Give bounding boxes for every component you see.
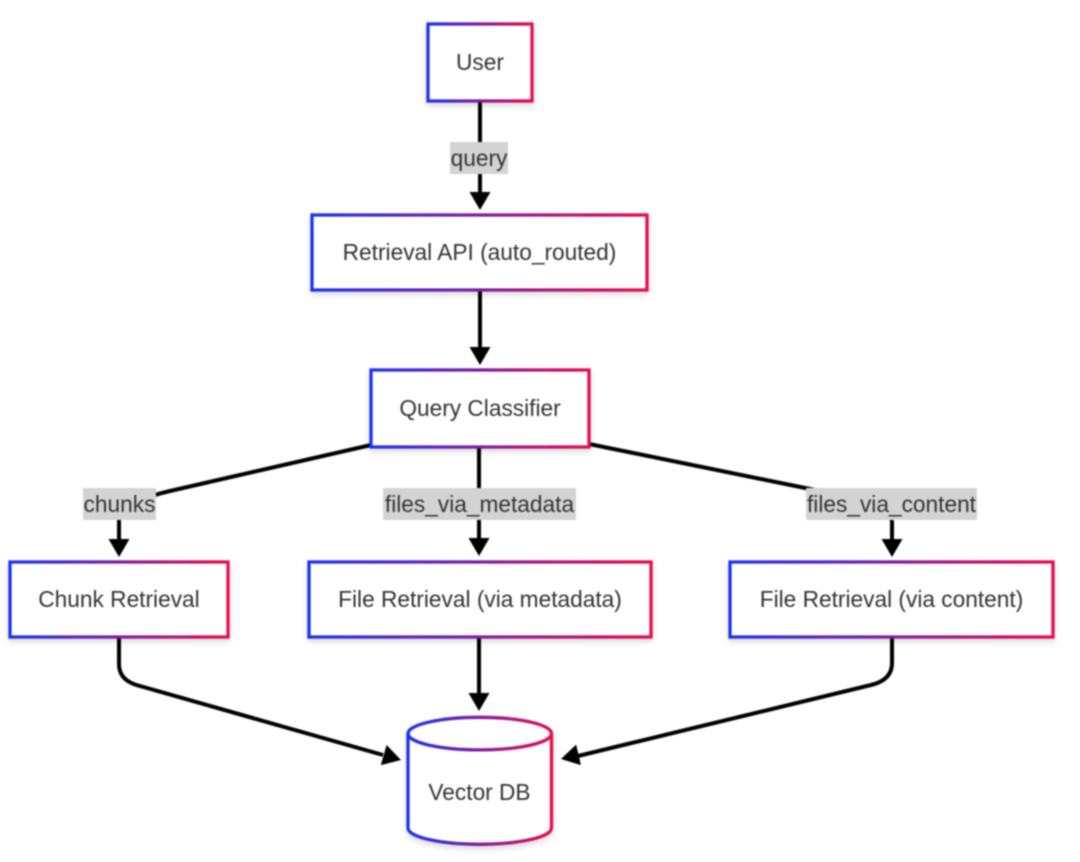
svg-text:Vector DB: Vector DB <box>428 779 530 805</box>
svg-text:query: query <box>451 145 508 171</box>
svg-text:chunks: chunks <box>84 491 156 517</box>
svg-text:Retrieval API (auto_routed): Retrieval API (auto_routed) <box>343 239 617 265</box>
svg-text:File Retrieval (via content): File Retrieval (via content) <box>760 586 1024 612</box>
svg-text:Chunk Retrieval: Chunk Retrieval <box>38 586 199 612</box>
svg-text:Query Classifier: Query Classifier <box>399 395 561 421</box>
svg-text:files_via_metadata: files_via_metadata <box>385 491 575 517</box>
svg-text:files_via_content: files_via_content <box>807 491 977 517</box>
svg-text:User: User <box>456 49 504 75</box>
svg-text:File Retrieval (via metadata): File Retrieval (via metadata) <box>338 586 622 612</box>
